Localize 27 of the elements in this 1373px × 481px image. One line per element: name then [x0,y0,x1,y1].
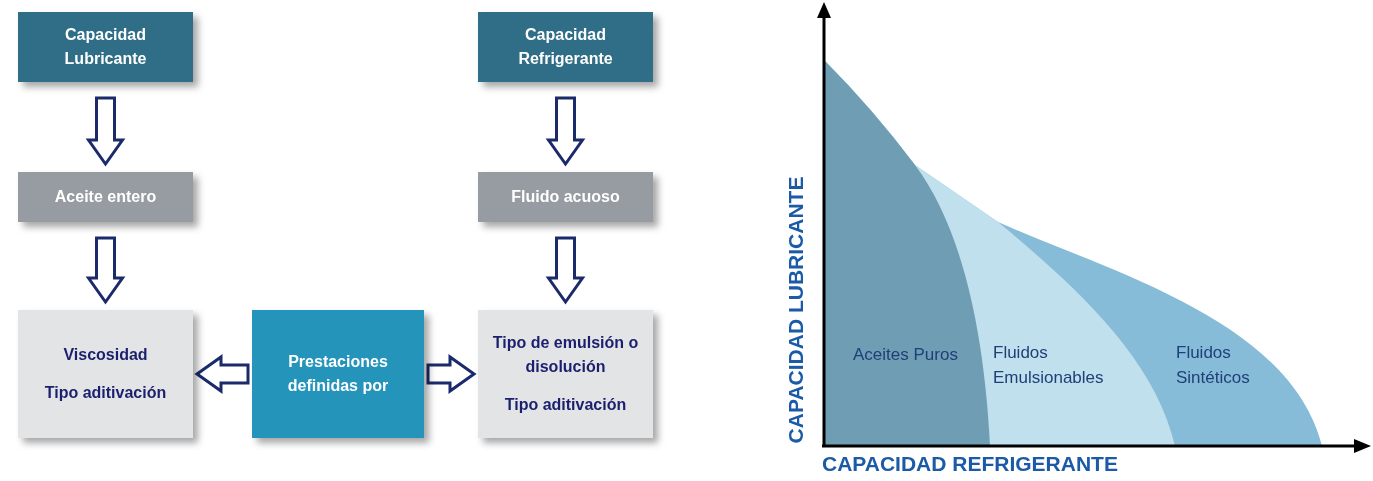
hollow-arrow [426,354,477,394]
hollow-arrow [545,236,586,305]
hollow-arrow [194,354,250,394]
box-text: Fluido acuoso [511,187,620,207]
hollow-arrow [85,96,126,167]
process-box [18,172,193,222]
box-text: Prestaciones definidas por [286,352,390,396]
box-text: Tipo aditivación [504,395,627,415]
hollow-arrow [545,96,586,167]
box-text: Tipo de emulsión o disolución [491,333,640,377]
box-text: Tipo aditivación [44,383,167,403]
region-label: Aceites Puros [853,344,959,366]
process-box [18,310,193,438]
region-label: Fluidos Emulsionables [993,342,1105,389]
region-label: Fluidos Sintéticos [1176,342,1251,389]
axis-title: CAPACIDAD LUBRICANTE [784,176,808,444]
process-box [18,12,193,82]
process-box [252,310,424,438]
box-text: Viscosidad [63,345,148,365]
process-box [478,310,653,438]
hollow-arrow [85,236,126,305]
box-text: Capacidad Refrigerante [517,25,614,69]
box-text: Capacidad Lubricante [63,25,148,69]
process-box [478,12,653,82]
axis-title: CAPACIDAD REFRIGERANTE [822,452,1118,476]
process-box [478,172,653,222]
box-text: Aceite entero [54,187,157,207]
